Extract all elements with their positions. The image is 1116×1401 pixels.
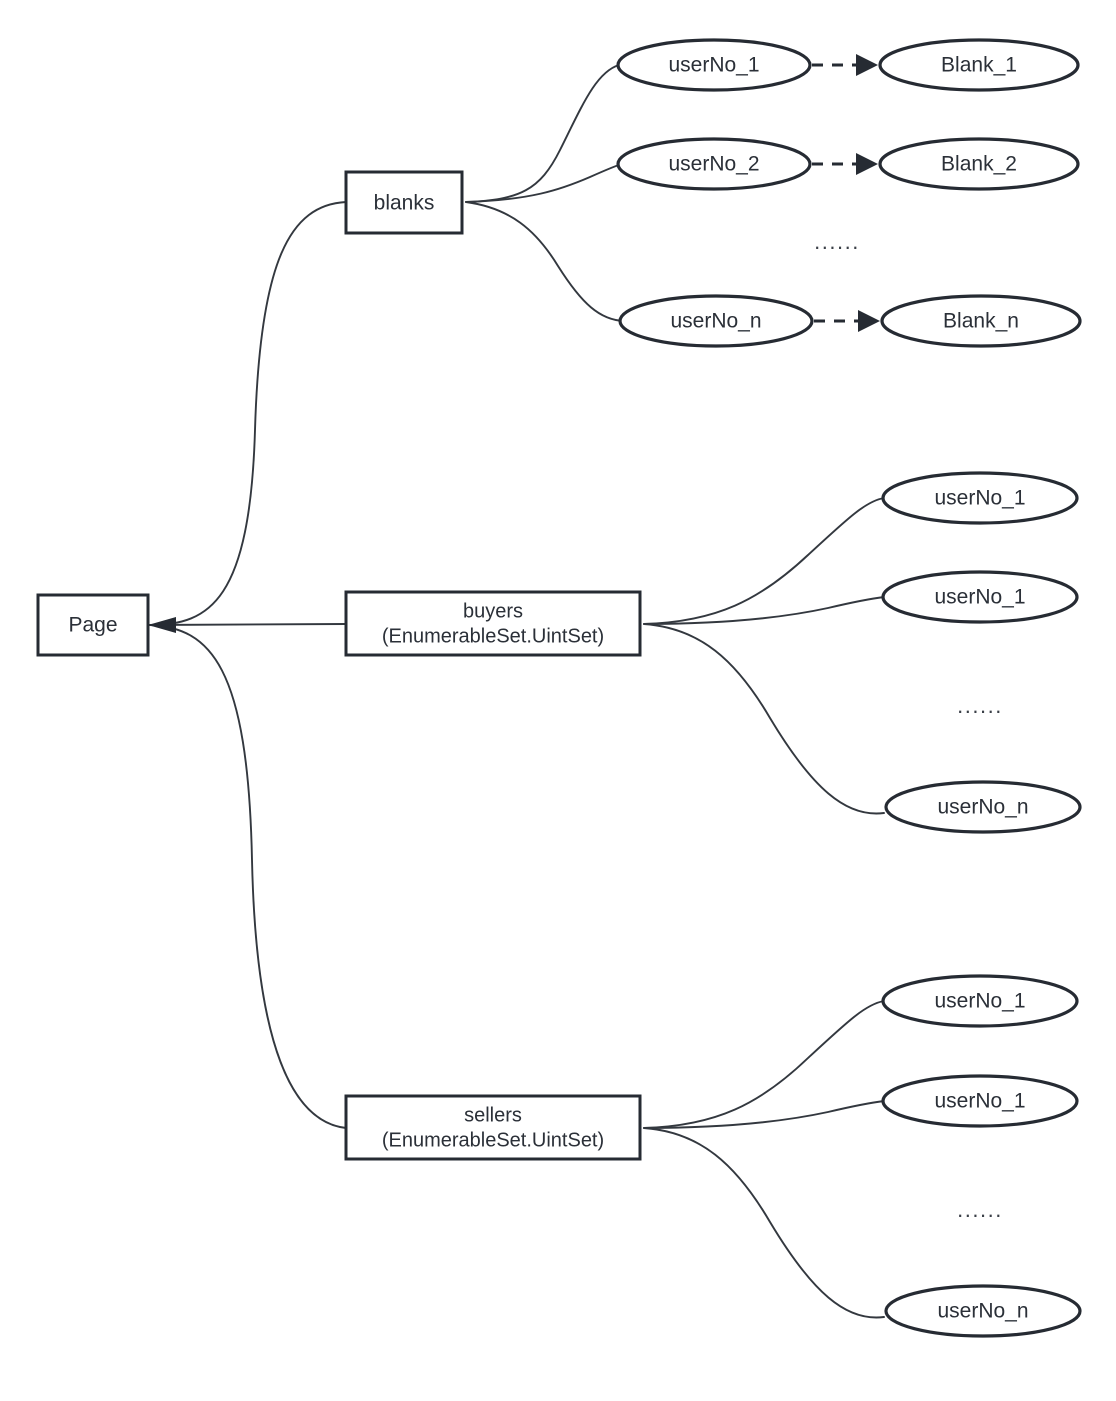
sellers-ellipsis: ......	[957, 1197, 1003, 1222]
blanks-row-2: userNo_2 Blank_2	[616, 137, 1080, 191]
edge-blanks-to-userno-1	[465, 64, 620, 203]
node-blanks-userno-1[interactable]	[616, 38, 812, 92]
arrowhead-blank-2	[856, 153, 878, 175]
buyers-box[interactable]	[344, 590, 642, 657]
node-blank-n[interactable]	[880, 294, 1082, 348]
edge-sellers-to-userno-1	[643, 1000, 885, 1129]
node-blanks-userno-2[interactable]	[616, 137, 812, 191]
buyers-children: userNo_1 userNo_1 ...... userNo_n	[881, 471, 1082, 834]
edge-buyers-to-userno-n	[643, 623, 885, 815]
blanks-box[interactable]	[344, 170, 464, 235]
edge-page-to-buyers	[149, 623, 347, 626]
edges-root-to-branches	[148, 201, 347, 1129]
blank-1-label: Blank_1	[941, 54, 1017, 77]
node-sellers-userno-1-dup[interactable]	[881, 1074, 1079, 1128]
edge-sellers-to-userno-1-dup	[643, 1100, 885, 1129]
node-sellers[interactable]: sellers (EnumerableSet.UintSet)	[344, 1094, 642, 1161]
buyers-userno-n-label: userNo_n	[937, 796, 1028, 819]
sellers-label-line1: sellers	[464, 1104, 522, 1126]
edge-blanks-to-userno-2	[465, 163, 623, 203]
node-blanks[interactable]: blanks	[344, 170, 464, 235]
edges-sellers-to-users	[643, 1000, 885, 1319]
arrowhead-blank-n	[858, 310, 880, 332]
node-sellers-userno-1[interactable]	[881, 974, 1079, 1028]
node-sellers-userno-n[interactable]	[884, 1284, 1082, 1338]
edges-blanks-to-users	[465, 64, 625, 322]
arrowhead-into-page	[148, 617, 176, 633]
blanks-row-n: userNo_n Blank_n	[618, 294, 1082, 348]
sellers-userno-1-label: userNo_1	[934, 990, 1025, 1013]
edge-blanks-to-userno-n	[465, 201, 625, 322]
node-page[interactable]: Page	[36, 593, 150, 657]
edge-buyers-to-userno-1-dup	[643, 596, 885, 625]
page-box[interactable]	[36, 593, 150, 657]
page-label: Page	[68, 614, 117, 637]
blanks-userno-2-label: userNo_2	[668, 153, 759, 176]
edge-page-to-blanks	[149, 201, 347, 626]
node-buyers-userno-n[interactable]	[884, 780, 1082, 834]
buyers-label-line2: (EnumerableSet.UintSet)	[382, 625, 604, 647]
arrowhead-blank-1	[856, 54, 878, 76]
buyers-userno-1-dup-label: userNo_1	[934, 586, 1025, 609]
node-blank-1[interactable]	[878, 38, 1080, 92]
sellers-label-line2: (EnumerableSet.UintSet)	[382, 1129, 604, 1151]
node-blank-2[interactable]	[878, 137, 1080, 191]
edge-sellers-to-userno-n	[643, 1127, 885, 1319]
blanks-ellipsis: ......	[814, 229, 860, 254]
blank-n-label: Blank_n	[943, 310, 1019, 333]
blanks-userno-n-label: userNo_n	[670, 310, 761, 333]
sellers-userno-1-dup-label: userNo_1	[934, 1090, 1025, 1113]
buyers-ellipsis: ......	[957, 693, 1003, 718]
node-buyers-userno-1-dup[interactable]	[881, 570, 1079, 624]
sellers-children: userNo_1 userNo_1 ...... userNo_n	[881, 974, 1082, 1338]
buyers-userno-1-label: userNo_1	[934, 487, 1025, 510]
node-buyers-userno-1[interactable]	[881, 471, 1079, 525]
sellers-userno-n-label: userNo_n	[937, 1300, 1028, 1323]
edge-page-to-sellers	[149, 624, 347, 1129]
edge-buyers-to-userno-1	[643, 497, 885, 625]
node-blanks-userno-n[interactable]	[618, 294, 814, 348]
sellers-box[interactable]	[344, 1094, 642, 1161]
blanks-userno-1-label: userNo_1	[668, 54, 759, 77]
blank-2-label: Blank_2	[941, 153, 1017, 176]
blanks-row-1: userNo_1 Blank_1	[616, 38, 1080, 92]
buyers-label-line1: buyers	[463, 600, 523, 622]
edges-buyers-to-users	[643, 497, 885, 815]
node-buyers[interactable]: buyers (EnumerableSet.UintSet)	[344, 590, 642, 657]
blanks-label: blanks	[374, 192, 435, 215]
